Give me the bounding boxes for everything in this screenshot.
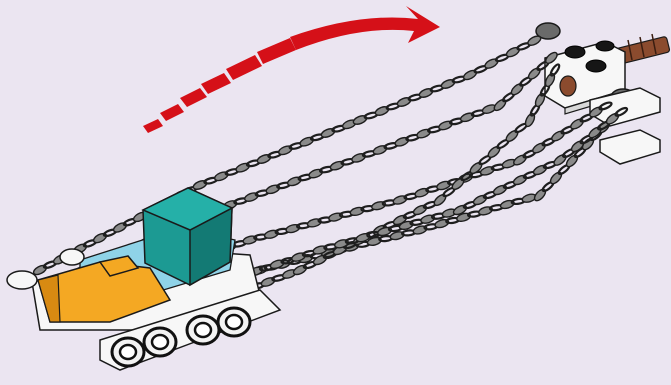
wheel-icon <box>218 308 250 336</box>
wheel-icon <box>112 338 144 366</box>
wheel-icon <box>144 328 176 356</box>
wheel-icon <box>187 316 219 344</box>
